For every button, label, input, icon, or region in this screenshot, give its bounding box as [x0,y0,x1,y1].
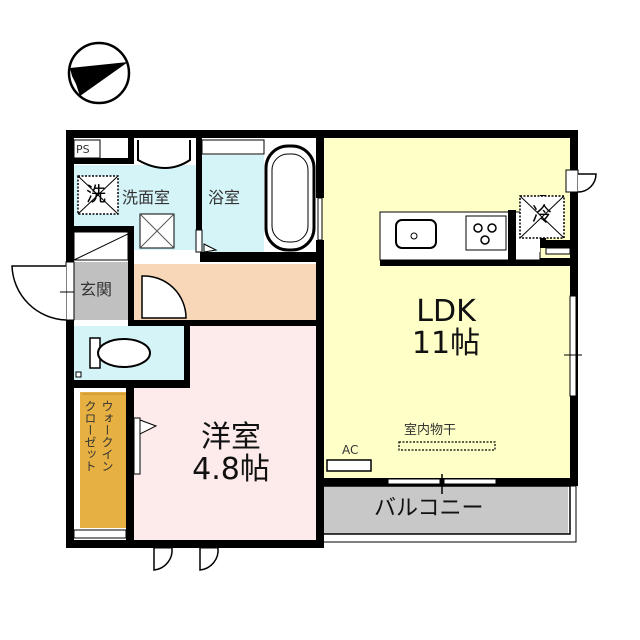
bathroom-fill [202,155,264,255]
balcony-label: バルコニー [374,496,484,521]
bathroom-label: 浴室 [208,188,241,207]
north-arrow-icon [67,41,131,105]
washroom-label: 洗面室 [122,188,171,207]
compass [66,40,132,106]
ldk-name: LDK [416,294,476,329]
western-room-label: 洋室 4.8帖 [176,422,286,485]
entrance-fill [74,262,130,320]
ldk-fill [322,138,570,478]
ps-label: PS [76,143,90,156]
closet-fill [80,392,128,528]
closet-label-col2: クローゼット [83,400,97,472]
indoor-drying-label: 室内物干 [404,423,457,438]
ldk-size: 11帖 [411,325,481,361]
closet-label-col1: ウォークイン [100,400,114,472]
western-room-name: 洋室 [201,420,261,455]
fridge-mark: 冷 [532,202,552,226]
entrance-label: 玄関 [80,280,113,299]
washer-mark: 洗 [86,182,106,206]
ac-label: AC [342,443,359,457]
balcony-fill [324,486,568,534]
western-room-size: 4.8帖 [192,451,270,487]
ldk-label: LDK 11帖 [396,296,496,359]
